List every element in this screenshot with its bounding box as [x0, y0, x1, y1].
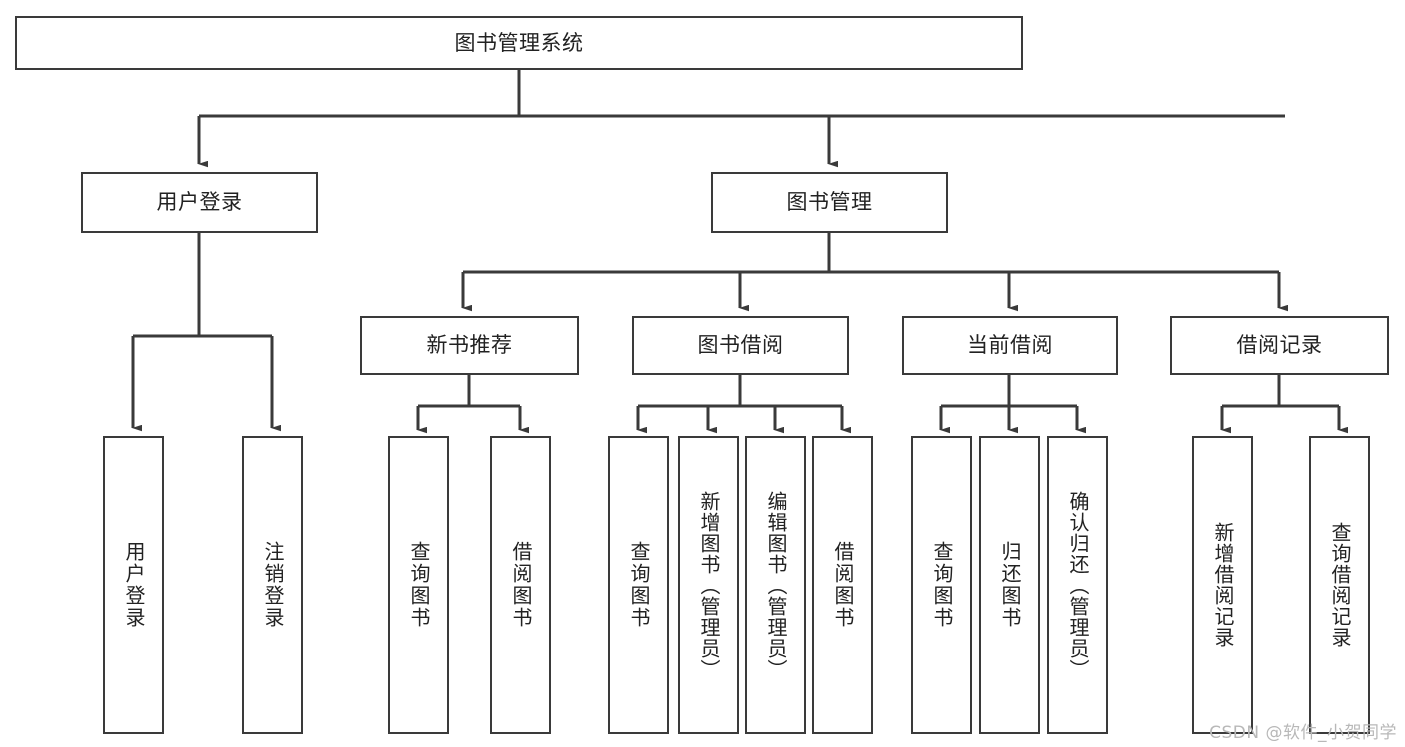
- node-book-borrow-label: 图书借阅: [697, 333, 784, 358]
- node-user-login-label: 用户登录: [156, 190, 243, 215]
- node-new-book-recommend-label: 新书推荐: [426, 333, 513, 358]
- leaf-add-record-label: 新增借阅记录: [1211, 522, 1235, 648]
- leaf-return-book[interactable]: 归还图书: [979, 436, 1040, 734]
- node-book-borrow[interactable]: 图书借阅: [632, 316, 849, 375]
- node-current-borrow[interactable]: 当前借阅: [902, 316, 1118, 375]
- leaf-borrow-book-1-label: 借阅图书: [509, 541, 533, 629]
- node-book-manage-label: 图书管理: [786, 190, 873, 215]
- node-new-book-recommend[interactable]: 新书推荐: [360, 316, 579, 375]
- leaf-edit-book[interactable]: 编辑图书（管理员）: [745, 436, 806, 734]
- leaf-user-logout[interactable]: 注销登录: [242, 436, 303, 734]
- node-current-borrow-label: 当前借阅: [967, 333, 1053, 358]
- node-root[interactable]: 图书管理系统: [15, 16, 1023, 70]
- leaf-confirm-return-label: 确认归还（管理员）: [1066, 490, 1090, 680]
- leaf-query-book-3-label: 查询图书: [930, 541, 954, 629]
- leaf-query-book-1[interactable]: 查询图书: [388, 436, 449, 734]
- leaf-add-record[interactable]: 新增借阅记录: [1192, 436, 1253, 734]
- leaf-edit-book-label: 编辑图书（管理员）: [764, 490, 788, 680]
- leaf-query-book-2[interactable]: 查询图书: [608, 436, 669, 734]
- leaf-add-book[interactable]: 新增图书（管理员）: [678, 436, 739, 734]
- node-root-label: 图书管理系统: [454, 30, 584, 55]
- leaf-user-login[interactable]: 用户登录: [103, 436, 164, 734]
- node-user-login[interactable]: 用户登录: [81, 172, 318, 233]
- leaf-confirm-return[interactable]: 确认归还（管理员）: [1047, 436, 1108, 734]
- leaf-return-book-label: 归还图书: [998, 541, 1022, 629]
- leaf-borrow-book-2-label: 借阅图书: [831, 541, 855, 629]
- leaf-borrow-book-1[interactable]: 借阅图书: [490, 436, 551, 734]
- leaf-query-book-2-label: 查询图书: [627, 541, 651, 629]
- node-book-manage[interactable]: 图书管理: [711, 172, 948, 233]
- watermark-text: CSDN @软件_小贺同学: [1209, 723, 1397, 743]
- leaf-query-record-label: 查询借阅记录: [1328, 522, 1352, 648]
- leaf-borrow-book-2[interactable]: 借阅图书: [812, 436, 873, 734]
- leaf-query-book-1-label: 查询图书: [407, 541, 431, 629]
- node-borrow-record[interactable]: 借阅记录: [1170, 316, 1389, 375]
- leaf-user-login-label: 用户登录: [122, 541, 146, 629]
- leaf-user-logout-label: 注销登录: [261, 541, 285, 629]
- leaf-add-book-label: 新增图书（管理员）: [697, 490, 721, 680]
- leaf-query-book-3[interactable]: 查询图书: [911, 436, 972, 734]
- node-borrow-record-label: 借阅记录: [1236, 333, 1323, 358]
- leaf-query-record[interactable]: 查询借阅记录: [1309, 436, 1370, 734]
